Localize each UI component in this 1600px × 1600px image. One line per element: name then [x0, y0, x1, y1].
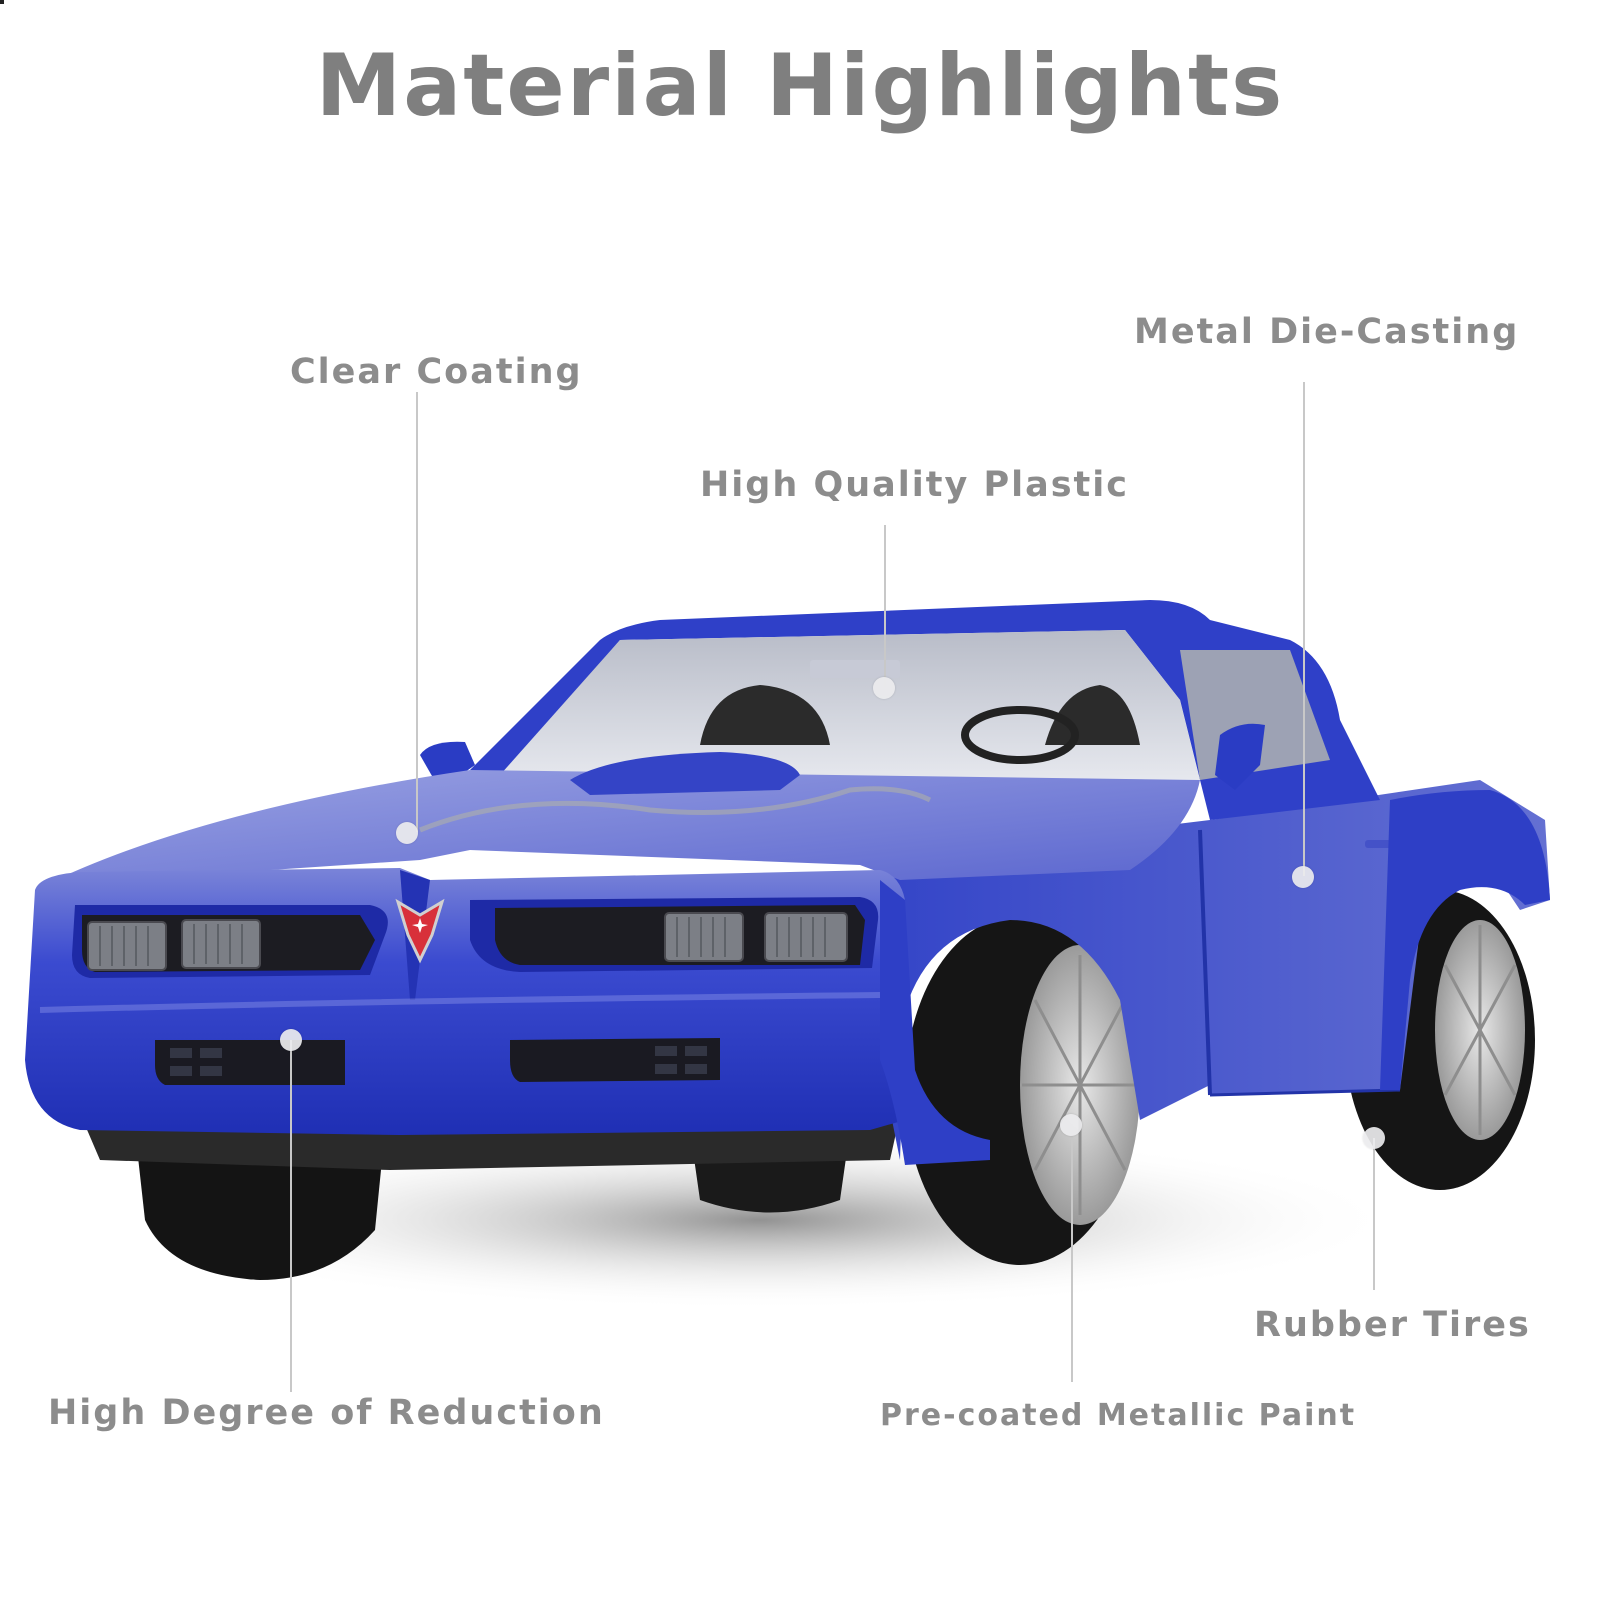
- callout-label-pre-coated-metallic-paint: Pre-coated Metallic Paint: [880, 1398, 1357, 1433]
- marker-dot-high-degree-of-reduction: [280, 1029, 302, 1051]
- marker-dot-clear-coating: [396, 822, 418, 844]
- marker-dot-metal-die-casting: [1292, 866, 1314, 888]
- marker-dot-pre-coated-metallic-paint: [1060, 1114, 1082, 1136]
- callout-label-clear-coating: Clear Coating: [290, 352, 583, 392]
- leader-line-high-degree-of-reduction: [290, 1040, 292, 1392]
- marker-dot-high-quality-plastic: [873, 677, 895, 699]
- leader-line-high-quality-plastic: [884, 525, 886, 687]
- callout-label-high-quality-plastic: High Quality Plastic: [700, 465, 1130, 505]
- leader-line-clear-coating: [416, 392, 418, 832]
- leader-line-rubber-tires: [1373, 1138, 1375, 1290]
- page-title: Material Highlights: [315, 36, 1285, 136]
- callout-label-high-degree-of-reduction: High Degree of Reduction: [48, 1393, 605, 1433]
- leader-line-pre-coated-metallic-paint: [1071, 1124, 1073, 1382]
- marker-dot-rubber-tires: [1363, 1127, 1385, 1149]
- callout-label-rubber-tires: Rubber Tires: [1254, 1305, 1531, 1345]
- callout-label-metal-die-casting: Metal Die-Casting: [1134, 312, 1520, 352]
- leader-line-metal-die-casting: [1303, 382, 1305, 876]
- corner-mark: [0, 0, 4, 4]
